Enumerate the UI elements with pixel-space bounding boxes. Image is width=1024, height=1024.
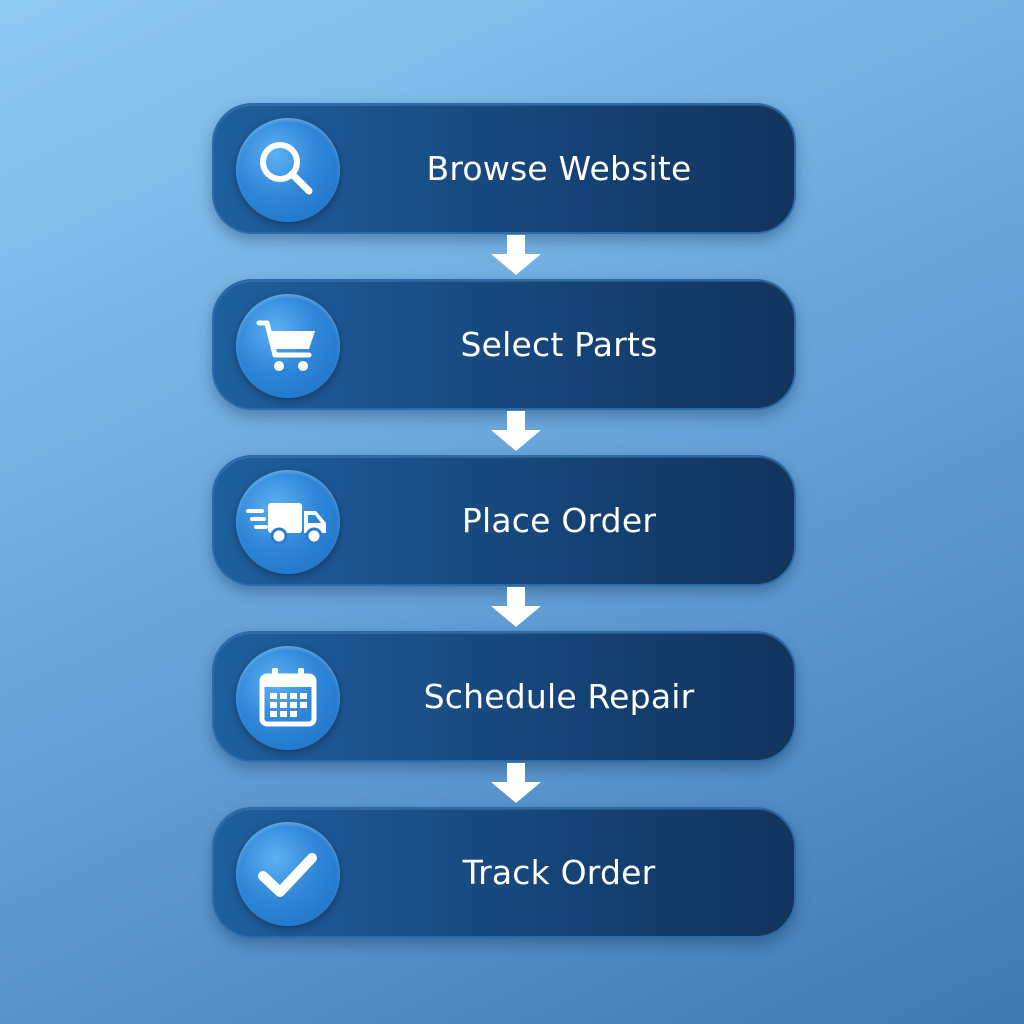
calendar-icon [236, 646, 340, 750]
down-arrow-icon [212, 762, 796, 807]
checkmark-icon [236, 822, 340, 926]
down-arrow-icon [212, 410, 796, 455]
step-label: Browse Website [426, 149, 692, 188]
step-select-parts[interactable]: Select Parts [212, 279, 796, 410]
step-label: Schedule Repair [423, 677, 695, 716]
step-label: Select Parts [460, 325, 658, 364]
down-arrow-icon [212, 586, 796, 631]
step-track-order[interactable]: Track Order [212, 807, 796, 938]
search-icon [236, 118, 340, 222]
process-flow: Browse Website Select Parts [212, 103, 796, 938]
step-label: Track Order [462, 853, 656, 892]
down-arrow-icon [212, 234, 796, 279]
step-place-order[interactable]: Place Order [212, 455, 796, 586]
delivery-truck-icon [236, 470, 340, 574]
shopping-cart-icon [236, 294, 340, 398]
step-browse-website[interactable]: Browse Website [212, 103, 796, 234]
step-schedule-repair[interactable]: Schedule Repair [212, 631, 796, 762]
step-label: Place Order [461, 501, 657, 540]
